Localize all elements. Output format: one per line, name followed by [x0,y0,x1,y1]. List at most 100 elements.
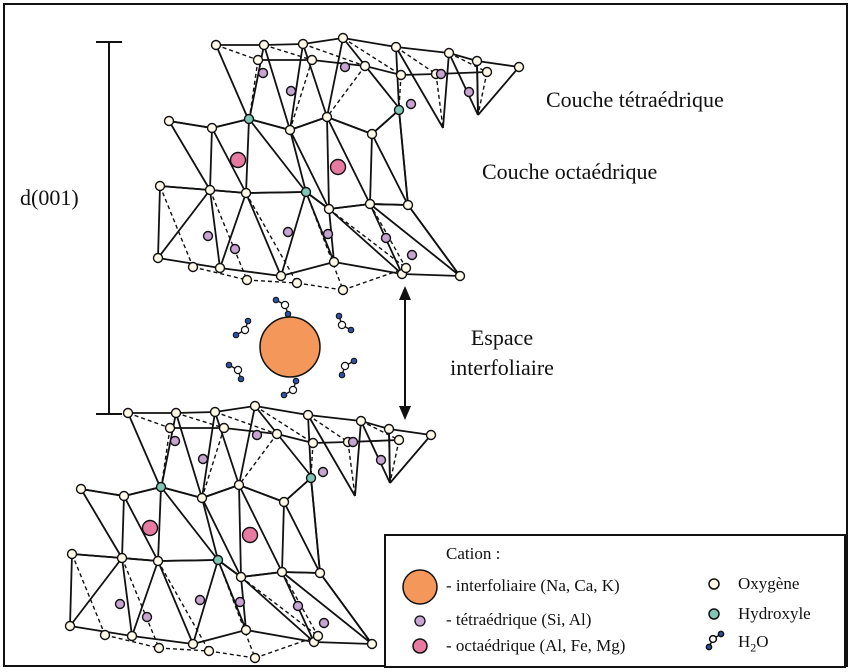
legend-oxygen-swatch [708,578,720,590]
oxygen-atom [218,422,230,434]
bond-line [263,44,291,131]
hidden-bond-line [214,411,278,435]
bond-line [219,267,282,277]
hidden-bond-line [326,65,366,118]
oxygen-atom [240,624,252,636]
bond-line [395,46,444,129]
tetrahedral-cation [380,232,392,244]
bond-line [254,405,309,416]
hidden-bond-line [342,37,402,76]
oxygen-atom [307,437,319,449]
hidden-bond-line [160,427,171,490]
hidden-bond-line [209,189,248,281]
bond-line [175,412,203,499]
tetrahedral-cation [229,243,241,255]
hydroxyl-atom [305,472,317,484]
bond-line [245,629,315,643]
hidden-bond-line [342,267,407,291]
hidden-bond-line [215,44,259,61]
oxygen-atom [203,645,215,657]
octahedral-cation [329,158,347,176]
hydroxyl-atom [243,113,255,125]
oxygen-atom [383,423,395,435]
bond-line [407,204,461,277]
oxygen-atom [154,180,166,192]
octahedral-layer-label: Couche octaédrique [482,159,658,184]
bond-line [401,273,461,277]
legend-box: Cation : - interfoliaire (Na, Ca, K) - t… [384,534,846,668]
oxygen-atom [471,55,483,67]
oxygen-atom [443,47,455,59]
oxygen-atom [210,39,222,51]
oxygen-atom [126,630,138,642]
legend-hydroxyl-label: Hydroxyle [738,604,811,623]
oxygen-atom [204,184,216,196]
hidden-bond-line [395,46,437,75]
hidden-bond-line [238,433,278,486]
oxygen-atom [481,66,493,78]
hidden-bond-line [175,412,225,429]
oxygen-atom [400,262,412,274]
oxygen-atom [275,270,287,282]
hidden-bond-line [246,279,298,284]
tetrahedral-cation [435,68,447,80]
bond-line [342,37,397,48]
oxygen-atom [152,252,164,264]
octahedral-cation [229,151,247,169]
legend-tetrahedral-cation-swatch [414,615,426,627]
tetrahedral-cation [197,453,209,465]
bond-line [389,434,432,484]
hidden-bond-line [208,650,256,659]
tetrahedral-cation [114,598,126,610]
oxygen-atom [337,32,349,44]
hidden-bond-line [248,59,259,122]
water-molecule [225,361,245,383]
polyhedron-face [217,559,247,631]
oxygen-atom [164,422,176,434]
legend-octahedral-label: - octaédrique (Al, Fe, Mg) [446,636,626,655]
bond-line [326,37,344,118]
hidden-bond-line [310,442,314,477]
water-hydrogen-atom [272,296,280,304]
oxygen-atom [328,256,340,268]
oxygen-atom [240,187,252,199]
oxygen-atom [366,128,378,140]
water-hydrogen-atom [338,371,346,379]
upper-clay-layer [152,32,525,296]
oxygen-atom [66,548,78,560]
hidden-bond-line [104,634,160,649]
polyhedron-face [123,486,162,562]
hidden-bond-line [159,185,194,268]
bond-line [395,46,450,54]
bond-line [342,37,400,109]
polyhedron-face [326,116,373,205]
water-hydrogen-atom [335,312,343,320]
oxygen-atom [249,652,261,664]
bond-line [307,414,356,497]
hidden-bond-line [127,412,171,429]
interlayer-space-label-line2: interfoliaire [450,355,554,380]
oxygen-atom [170,407,182,419]
tetrahedral-cation [194,594,206,606]
oxygen-atom [425,429,437,441]
hidden-bond-line [302,43,366,67]
oxygen-atom [297,38,309,50]
bond-line [131,635,194,645]
water-hydrogen-atom [347,326,355,334]
polyhedron-face [238,484,285,573]
tetrahedral-cation [292,600,304,612]
water-oxygen-atom [337,320,347,330]
polyhedron-face [209,189,247,269]
bond-line [201,411,216,499]
oxygen-atom [359,60,371,72]
legend-hydroxyl-swatch [708,608,720,620]
water-hydrogen-atom [280,391,288,399]
bond-line [223,427,278,435]
water-molecule [232,317,252,339]
polyhedron-face [248,118,307,193]
hidden-bond-line [121,557,160,649]
hidden-bond-line [157,560,210,652]
oxygen-atom [75,483,87,495]
legend-symbols [402,569,725,654]
